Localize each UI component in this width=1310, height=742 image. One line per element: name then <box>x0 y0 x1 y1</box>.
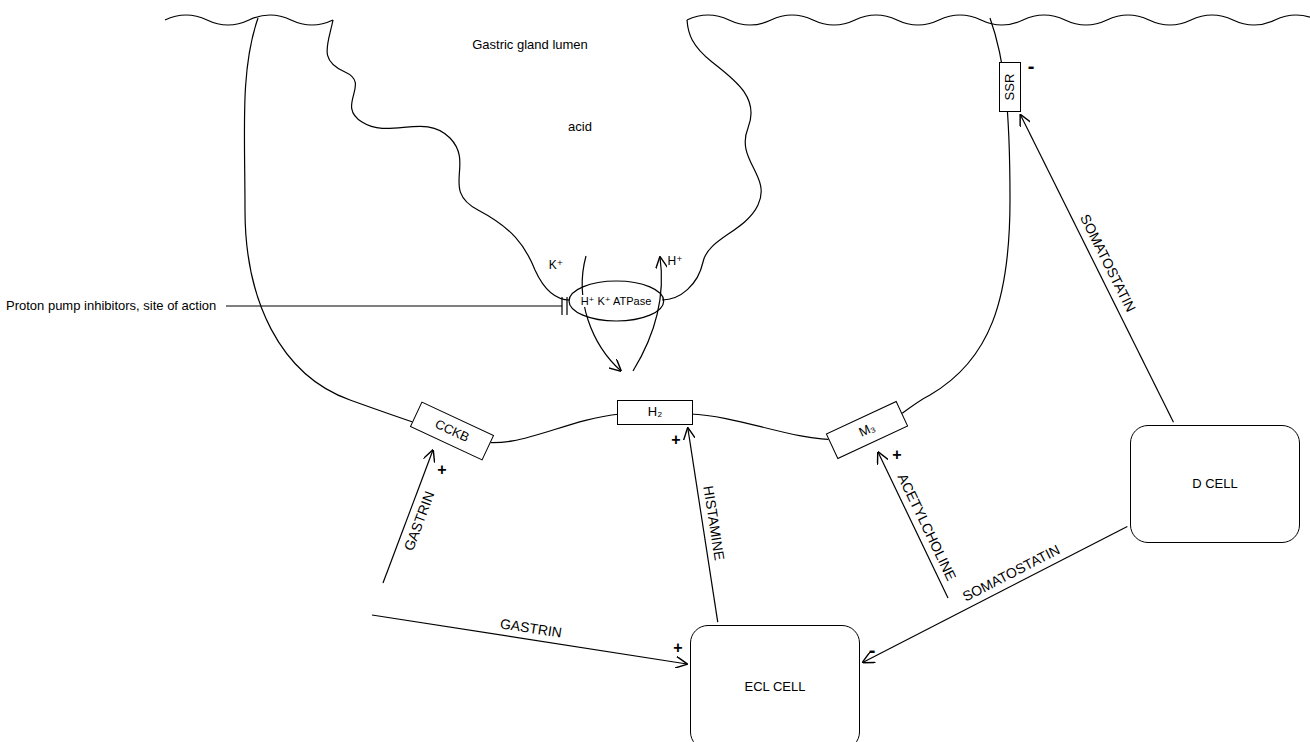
edge-label-holder: SOMATOSTATIN <box>1077 212 1139 315</box>
inhibit-sign: - <box>869 639 876 662</box>
lumen-wall <box>327 20 570 300</box>
ion-arrow <box>633 257 661 371</box>
mucosa-surface <box>687 15 1310 25</box>
label-holder: acid <box>568 120 592 135</box>
parietal-cell-membrane <box>244 18 1010 443</box>
label-holder: Gastric gland lumen <box>472 38 588 53</box>
signal-label: SOMATOSTATIN <box>959 541 1062 604</box>
label-holder: K⁺ <box>549 259 563 273</box>
label-holder: GASTRIN <box>401 489 438 553</box>
lumen-wall <box>662 20 761 300</box>
ion-label: H⁺ <box>668 255 683 269</box>
node-text: H₂ <box>648 405 662 420</box>
signal-label: GASTRIN <box>401 489 438 553</box>
label-holder: Proton pump inhibitors, site of action <box>6 299 216 314</box>
ion-label: K⁺ <box>549 259 563 273</box>
pump-ellipse: H⁺ K⁺ ATPase <box>568 280 665 322</box>
stimulate-sign: + <box>892 446 901 464</box>
edge-label-holder: HISTAMINE <box>700 485 727 562</box>
node-text: SSR <box>1003 74 1018 101</box>
signal-label: ACETYLCHOLINE <box>895 471 960 583</box>
label-holder: H⁺ <box>668 255 683 269</box>
label-holder: + <box>671 431 680 449</box>
signal-label: HISTAMINE <box>700 485 727 562</box>
node-text: ECL CELL <box>745 680 806 695</box>
stimulate-sign: + <box>671 431 680 449</box>
mucosa-surface <box>165 15 333 25</box>
inhibit-sign: - <box>1028 55 1035 78</box>
stimulate-sign: + <box>437 461 446 479</box>
region-label: acid <box>568 120 592 135</box>
region-label: Gastric gland lumen <box>472 38 588 53</box>
receptor-box: H₂ <box>617 400 693 425</box>
signal-arrow <box>863 526 1128 662</box>
signal-label: SOMATOSTATIN <box>1077 212 1139 315</box>
callout-label: Proton pump inhibitors, site of action <box>6 299 216 314</box>
label-holder: + <box>437 461 446 479</box>
ellipse-outline <box>569 281 664 321</box>
label-holder: - <box>869 639 876 662</box>
label-holder: ACETYLCHOLINE <box>895 471 960 583</box>
label-holder: GASTRIN <box>499 615 563 640</box>
inhibition-bar <box>562 297 567 315</box>
node-text: H⁺ K⁺ ATPase <box>579 295 654 308</box>
node-text: M₃ <box>857 420 878 440</box>
label-holder: + <box>892 446 901 464</box>
signal-arrow <box>372 615 687 664</box>
signal-label: GASTRIN <box>499 615 563 640</box>
cell-box: ECL CELL <box>690 625 860 742</box>
stimulate-sign: + <box>673 639 682 657</box>
cell-box: D CELL <box>1130 425 1300 543</box>
node-text: CCKB <box>432 417 471 446</box>
label-holder: + <box>673 639 682 657</box>
ion-arrow <box>582 256 621 371</box>
signal-arrow <box>1020 115 1173 423</box>
receptor-box: SSR <box>999 62 1021 112</box>
label-holder: - <box>1028 55 1035 78</box>
node-text: D CELL <box>1192 477 1238 492</box>
leader-line <box>226 305 562 306</box>
edge-label-holder: SOMATOSTATIN <box>959 541 1062 604</box>
receptor-box: CCKB <box>410 401 494 460</box>
signal-arrow <box>878 452 948 598</box>
